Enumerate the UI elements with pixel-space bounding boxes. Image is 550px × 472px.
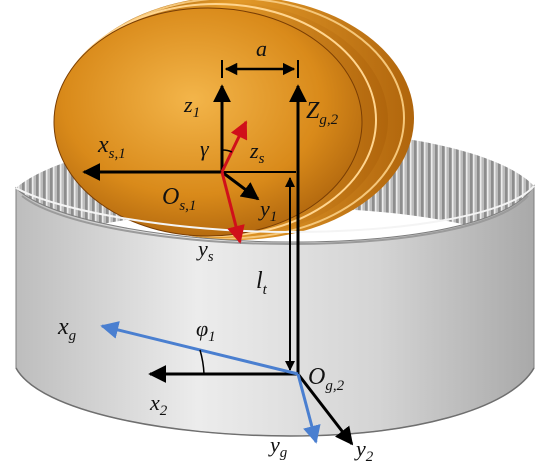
label-xg: xg (57, 314, 77, 344)
ring-frame-axes (100, 84, 354, 446)
label-Og2: Og,2 (308, 364, 345, 394)
gamma-arc (221, 149, 233, 153)
disk-frame-axes (82, 84, 296, 201)
label-xs1: xs,1 (97, 132, 126, 162)
label-y2: y2 (354, 436, 374, 465)
gold-disk (53, 0, 414, 240)
y2-axis (296, 373, 354, 446)
label-y1: y1 (258, 196, 277, 225)
label-gamma: γ (200, 136, 210, 161)
rotated-frame-axes (220, 120, 248, 244)
zs-axis (220, 120, 248, 173)
label-lt: lt (256, 268, 268, 298)
label-ys: ys (196, 236, 214, 265)
label-Os1: Os,1 (162, 184, 196, 214)
label-zs: zs (249, 138, 265, 167)
y1-axis (221, 170, 260, 201)
labels: a z1 Zg,2 xs,1 γ zs Os,1 y1 ys lt xg φ1 … (57, 36, 374, 465)
phi1-arc (199, 349, 205, 375)
label-z1: z1 (183, 92, 200, 121)
yg-axis (296, 373, 321, 444)
ys-axis (220, 171, 245, 244)
dimension-a (221, 60, 299, 78)
label-phi1: φ1 (196, 316, 216, 345)
label-a: a (256, 36, 267, 61)
label-x2: x2 (149, 390, 168, 419)
label-Zg2: Zg,2 (306, 98, 339, 128)
label-yg: yg (268, 432, 288, 461)
